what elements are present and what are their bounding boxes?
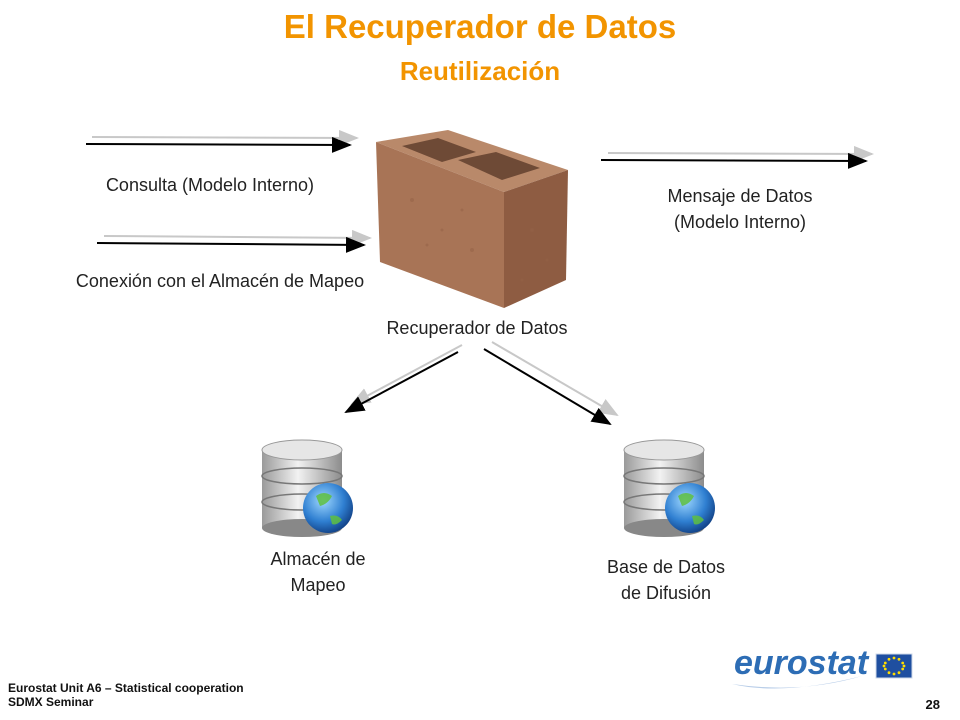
page-number: 28 — [925, 697, 940, 712]
mensaje-arrow — [600, 152, 868, 169]
to-base-arrow — [483, 348, 612, 426]
conexion-arrow-shadow — [103, 229, 372, 246]
center-label: Recuperador de Datos — [386, 318, 568, 338]
consulta-arrow — [85, 136, 352, 153]
logo-swoosh-icon — [732, 676, 862, 689]
base-datos-label-line2: de Difusión — [620, 583, 712, 603]
base-datos-label-line1: Base de Datos — [606, 557, 726, 577]
footer-text: Eurostat Unit A6 – Statistical cooperati… — [8, 681, 408, 709]
almacen-label-line1: Almacén de — [270, 549, 366, 569]
eu-flag-icon — [875, 653, 913, 679]
footer-line1: Eurostat Unit A6 – Statistical cooperati… — [8, 681, 244, 695]
mensaje-label: Mensaje de Datos (Modelo Interno) — [600, 183, 880, 235]
footer-line2: SDMX Seminar — [8, 695, 94, 709]
database-globe-icon — [261, 439, 353, 537]
eurostat-logo: eurostat — [732, 644, 913, 689]
almacen-label-line2: Mapeo — [290, 575, 346, 595]
conexion-label: Conexión con el Almacén de Mapeo — [75, 271, 365, 291]
slide-title: El Recuperador de Datos — [283, 8, 677, 45]
almacen-label: Almacén de Mapeo — [218, 546, 418, 598]
database-globe-icon — [623, 439, 715, 537]
consulta-arrow-shadow — [91, 129, 359, 146]
to-base-arrow-shadow — [491, 341, 619, 417]
cinder-block-icon — [376, 130, 568, 308]
to-almacen-arrow-shadow — [350, 344, 463, 405]
logo-text: eurostat — [734, 644, 870, 682]
conexion-arrow — [96, 236, 366, 253]
to-almacen-arrow — [344, 351, 459, 413]
mensaje-arrow-shadow — [607, 145, 874, 162]
mensaje-label-line1: Mensaje de Datos — [667, 186, 813, 206]
mensaje-label-line2: (Modelo Interno) — [673, 212, 807, 232]
base-datos-label: Base de Datos de Difusión — [566, 554, 766, 606]
consulta-label: Consulta (Modelo Interno) — [105, 175, 315, 195]
slide-subtitle: Reutilización — [399, 56, 561, 86]
